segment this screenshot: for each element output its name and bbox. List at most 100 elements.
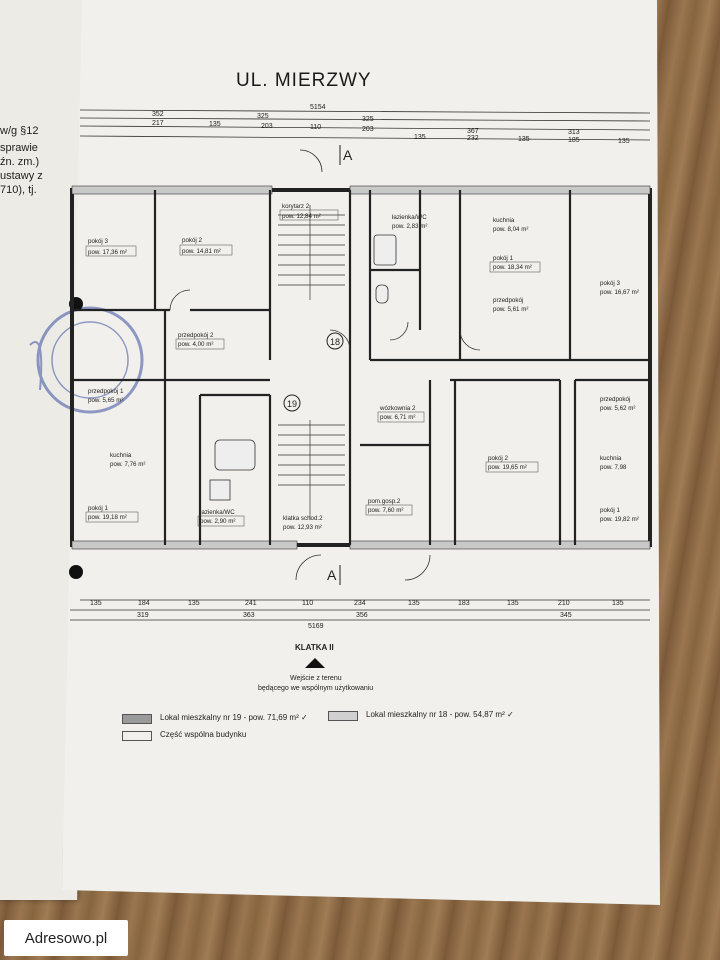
unit-number-label: 18 [330, 337, 340, 347]
dimension-label: 232 [467, 135, 479, 142]
room-area: pow. 19,18 m² [88, 514, 127, 521]
room-area: pow. 8,04 m² [493, 226, 528, 233]
room-name: pom.gosp.2 [368, 498, 401, 505]
dimension-label: 352 [152, 111, 164, 118]
entrance-arrow-icon [305, 658, 325, 668]
entrance-note-line: Wejście z terenu [290, 675, 342, 682]
room-area: pow. 5,62 m² [600, 405, 635, 412]
dimension-label: 325 [257, 113, 269, 120]
legend-swatch-unit-19 [122, 714, 152, 724]
left-page-text-line: sprawie [0, 142, 38, 154]
dimension-label: 203 [261, 123, 273, 130]
room-name: kuchnia [600, 455, 622, 462]
official-stamp [29, 306, 144, 414]
room-area: pow. 5,61 m² [493, 306, 528, 313]
room-area: pow. 12,93 m² [283, 524, 322, 531]
dimension-label: 241 [245, 600, 257, 607]
dimension-label: 185 [568, 137, 580, 144]
left-page-text-line: ustawy z [0, 170, 43, 182]
room-name: przedpokój [493, 297, 523, 304]
room-name: pokój 3 [88, 238, 109, 245]
legend-swatch-unit-18 [328, 711, 358, 721]
dimension-label: 135 [188, 600, 200, 607]
unit-number-circle [283, 394, 301, 412]
room-area: pow. 7,98 [600, 464, 627, 471]
left-page-text-line: w/g §12 [0, 125, 39, 137]
room-name: korytarz 2 [282, 203, 310, 210]
dimension-label: 5169 [308, 623, 324, 630]
staircase-lower [278, 420, 345, 520]
room-area: pow. 2,90 m² [200, 518, 235, 525]
dimension-label: 110 [302, 600, 313, 607]
site-watermark: Adresowo.pl [4, 920, 128, 956]
room-area: pow. 5,65 m² [88, 397, 123, 404]
interior-walls [72, 190, 650, 545]
dimension-label: 234 [354, 600, 366, 607]
dimension-label: 135 [209, 121, 221, 128]
legend-label: Lokal mieszkalny nr 19 - pow. 71,69 m² ✓ [160, 713, 308, 722]
left-page-text-line: 710), tj. [0, 184, 37, 196]
staircase-upper [278, 205, 345, 300]
room-area: pow. 12,84 m² [282, 213, 321, 220]
room-area: pow. 16,67 m² [600, 289, 639, 296]
section-mark-a-top: A [343, 147, 353, 163]
dimension-label: 5154 [310, 104, 326, 111]
room-area: pow. 19,82 m² [600, 516, 639, 523]
dimension-label: 325 [362, 116, 374, 123]
dimension-label: 135 [414, 134, 426, 141]
section-mark-a-bottom: A [327, 567, 337, 583]
dimension-label: 217 [152, 120, 164, 127]
dimension-label: 319 [137, 612, 149, 619]
street-name-heading: UL. MIERZWY [236, 70, 372, 91]
dimension-label: 184 [138, 600, 150, 607]
stair-label: KLATKA II [295, 643, 334, 652]
room-area: pow. 4,00 m² [178, 341, 213, 348]
dimension-label: 210 [558, 600, 570, 607]
room-area: pow. 7,60 m² [368, 507, 403, 514]
room-name: pokój 1 [88, 505, 109, 512]
room-area: pow. 7,76 m² [110, 461, 145, 468]
room-area: pow. 2,83 m² [392, 223, 427, 230]
unit-number-label: 19 [287, 399, 297, 409]
room-name: przedpokój 2 [178, 332, 214, 339]
room-name: pokój 3 [600, 280, 621, 287]
room-name: przedpokój 1 [88, 388, 124, 395]
punch-hole [69, 565, 83, 579]
exterior-walls [70, 188, 652, 547]
room-name: pokój 1 [600, 507, 621, 514]
room-name: pokój 1 [493, 255, 514, 262]
dimension-label: 345 [560, 612, 572, 619]
room-area: pow. 19,65 m² [488, 464, 527, 471]
room-label-boxes [85, 209, 541, 527]
legend-swatch-common-area [122, 731, 152, 741]
dimension-label: 135 [612, 600, 624, 607]
dimension-label: 183 [458, 600, 470, 607]
dimension-label: 203 [362, 126, 374, 133]
dimension-label: 110 [310, 124, 321, 131]
room-name: łazienka/WC [392, 214, 427, 221]
room-name: przedpokój [600, 396, 630, 403]
left-page-text-line: źn. zm.) [0, 156, 40, 168]
bathroom-fixtures [209, 234, 397, 501]
wall-segments [71, 185, 651, 550]
dimension-label: 313 [568, 129, 580, 136]
room-name: klatka schod.2 [283, 515, 323, 522]
dimension-label: 367 [467, 128, 479, 135]
room-name: pokój 2 [488, 455, 509, 462]
dimension-label: 135 [90, 600, 102, 607]
room-area: pow. 18,34 m² [493, 264, 532, 271]
dimension-label: 135 [618, 138, 630, 145]
dimension-label: 135 [408, 600, 420, 607]
dimension-label: 135 [518, 136, 530, 143]
room-name: kuchnia [110, 452, 132, 459]
dimension-label: 363 [243, 612, 255, 619]
room-area: pow. 14,81 m² [182, 248, 221, 255]
legend-label: Część wspólna budynku [160, 730, 247, 739]
unit-number-circle [326, 332, 344, 350]
room-area: pow. 6,71 m² [380, 414, 415, 421]
room-name: łazienka/WC [200, 509, 235, 516]
entrance-note-line: będącego we wspólnym użytkowaniu [258, 685, 373, 692]
room-name: wózkownia 2 [379, 405, 416, 412]
legend-label: Lokal mieszkalny nr 18 - pow. 54,87 m² ✓ [366, 710, 514, 719]
